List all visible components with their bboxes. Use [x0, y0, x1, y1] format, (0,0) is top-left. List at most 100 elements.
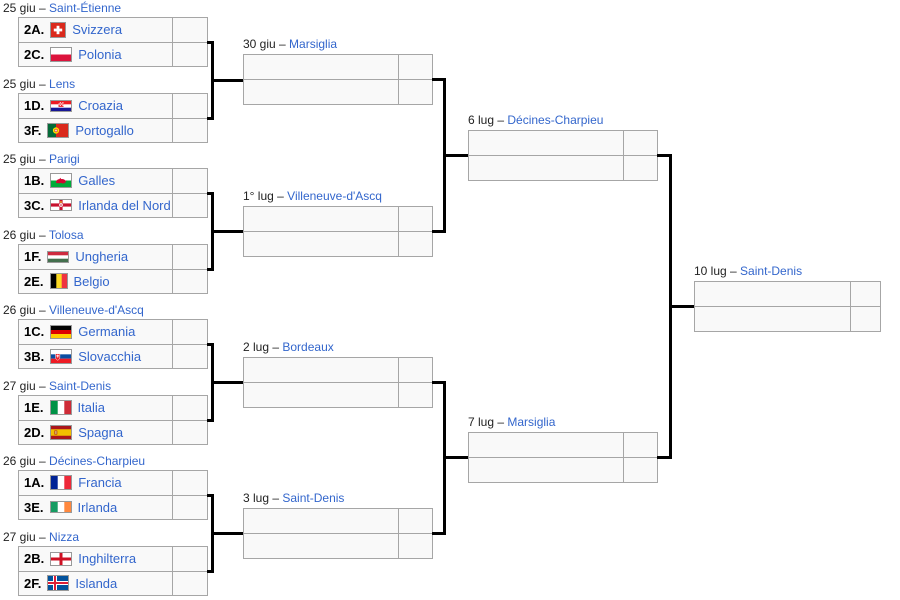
team-link-inghilterra[interactable]: Inghilterra [78, 551, 137, 567]
venue-link[interactable]: Saint-Denis [49, 379, 112, 393]
team-seed: 3E. [24, 499, 44, 515]
team-row: 3B.Slovacchia [19, 344, 207, 368]
bracket-connector [211, 41, 214, 120]
venue-link[interactable]: Marsiglia [507, 415, 556, 429]
match-box [243, 54, 433, 105]
bracket-connector [443, 381, 446, 535]
bracket-connector [432, 230, 443, 233]
bracket-connector [432, 381, 443, 384]
flag-francia-icon [50, 475, 73, 491]
bracket-connector [211, 343, 214, 422]
team-row: 1E. Italia [19, 396, 207, 421]
team-link-irlanda-del-nord[interactable]: Irlanda del Nord [78, 197, 171, 213]
flag-ungheria-icon [47, 250, 70, 263]
venue-link[interactable]: Décines-Charpieu [507, 113, 604, 127]
team-link-irlanda[interactable]: Irlanda [77, 499, 118, 515]
team-row: 3E. Irlanda [19, 495, 207, 519]
team-row [695, 282, 880, 307]
bracket-connector [657, 456, 669, 459]
team-row: 2D. Spagna [19, 420, 207, 444]
bracket-connector [207, 343, 214, 346]
team-link-portogallo[interactable]: Portogallo [75, 122, 134, 138]
bracket-connector [432, 532, 443, 535]
score-cell [172, 94, 207, 118]
team-link-slovacchia[interactable]: Slovacchia [78, 348, 142, 364]
bracket-connector [214, 381, 243, 384]
venue-link[interactable]: Saint-Étienne [49, 1, 122, 15]
flag-italia-icon [49, 400, 72, 416]
match-date: 2 lug – [243, 340, 280, 354]
venue-link[interactable]: Marsiglia [289, 37, 338, 51]
score-cell [172, 320, 207, 344]
match-header: 27 giu – Nizza [3, 530, 79, 544]
match-date: 26 giu – [3, 228, 46, 242]
match-date: 27 giu – [3, 530, 46, 544]
match-box: 1A. Francia 3E. Irlanda [18, 470, 208, 520]
team-seed: 1C. [24, 324, 45, 340]
match-header: 25 giu – Parigi [3, 152, 80, 166]
venue-link[interactable]: Lens [49, 77, 76, 91]
match-date: 27 giu – [3, 379, 46, 393]
match-header: 27 giu – Saint-Denis [3, 379, 111, 393]
team-row [244, 80, 432, 104]
team-seed: 1A. [24, 475, 45, 491]
team-seed: 2E. [24, 273, 44, 289]
team-row [695, 307, 880, 331]
team-seed: 1E. [24, 400, 44, 416]
team-link-francia[interactable]: Francia [78, 475, 122, 491]
match-date: 26 giu – [3, 454, 46, 468]
team-row [469, 156, 657, 180]
team-seed: 1D. [24, 98, 45, 114]
score-cell [172, 18, 207, 42]
flag-germania-icon [50, 324, 73, 339]
bracket-connector [207, 494, 214, 497]
team-seed: 2D. [24, 424, 45, 440]
venue-link[interactable]: Saint-Denis [282, 491, 345, 505]
venue-link[interactable]: Tolosa [48, 228, 84, 242]
venue-link[interactable]: Villeneuve-d'Ascq [287, 189, 382, 203]
score-cell [398, 383, 432, 407]
match-header: 2 lug – Bordeaux [243, 340, 334, 354]
team-row [469, 131, 657, 156]
match-box [243, 206, 433, 257]
match-box [243, 508, 433, 559]
team-link-italia[interactable]: Italia [77, 400, 105, 416]
team-link-galles[interactable]: Galles [78, 173, 116, 189]
bracket-connector [207, 41, 214, 44]
team-link-islanda[interactable]: Islanda [75, 575, 118, 591]
bracket-connector [207, 117, 214, 120]
score-cell [172, 118, 207, 142]
team-link-spagna[interactable]: Spagna [78, 424, 124, 440]
team-seed: 2B. [24, 551, 45, 567]
team-link-ungheria[interactable]: Ungheria [75, 249, 129, 265]
match-date: 1° lug – [243, 189, 284, 203]
score-cell [172, 420, 207, 444]
team-row [469, 433, 657, 458]
bracket-connector [432, 78, 443, 81]
match-box: 1C. Germania 3B.Slovacchia [18, 319, 208, 369]
venue-link[interactable]: Parigi [49, 152, 80, 166]
score-cell [850, 282, 880, 306]
flag-croazia-icon [50, 99, 73, 112]
team-link-belgio[interactable]: Belgio [73, 273, 110, 289]
bracket-connector [214, 230, 243, 233]
venue-link[interactable]: Décines-Charpieu [49, 454, 146, 468]
team-row: 2B. Inghilterra [19, 547, 207, 572]
venue-link[interactable]: Villeneuve-d'Ascq [49, 303, 144, 317]
team-link-polonia[interactable]: Polonia [78, 46, 122, 62]
score-cell [172, 42, 207, 66]
team-link-germania[interactable]: Germania [78, 324, 136, 340]
team-seed: 2F. [24, 575, 42, 591]
match-date: 30 giu – [243, 37, 286, 51]
team-link-croazia[interactable]: Croazia [78, 98, 124, 114]
venue-link[interactable]: Saint-Denis [740, 264, 803, 278]
team-seed: 3C. [24, 197, 45, 213]
venue-link[interactable]: Bordeaux [282, 340, 334, 354]
match-box: 1D.Croazia 3F.Portogallo [18, 93, 208, 143]
match-box [468, 432, 658, 483]
match-date: 6 lug – [468, 113, 505, 127]
team-link-svizzera[interactable]: Svizzera [72, 22, 123, 38]
team-row [244, 358, 432, 383]
venue-link[interactable]: Nizza [49, 530, 80, 544]
